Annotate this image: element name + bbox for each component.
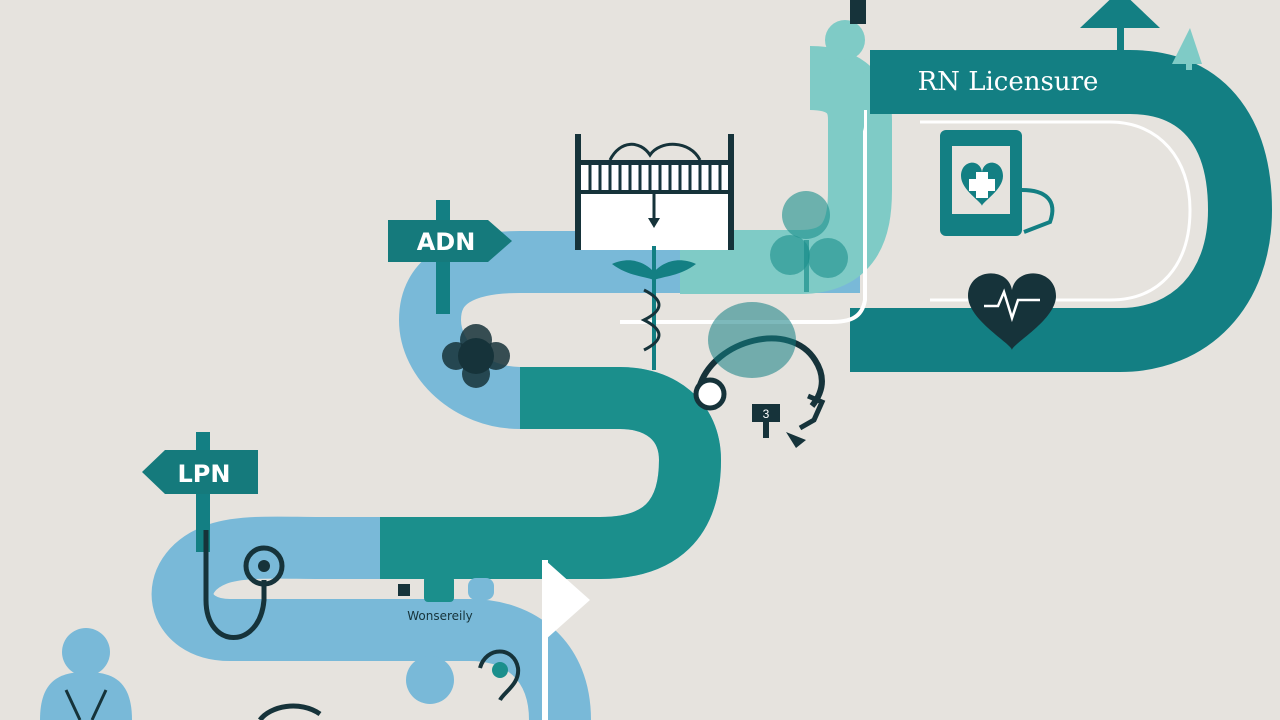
sign-rn-label: RN Licensure [918,67,1099,97]
stethoscope-lpn-icon [203,530,285,640]
hat-icon [257,649,521,720]
heart-monitor-icon [968,273,1056,350]
sign-rn-board [880,54,1130,110]
person-figure-icon [825,0,866,140]
small-marker-label: 3 [763,407,770,421]
caduceus-icon [612,246,696,370]
clinic-icon [398,576,494,602]
sign-adn-label: ADN [417,228,476,256]
cross-shape-icon [442,324,510,388]
lane-line-loop [920,120,1192,302]
sign-rn: RN Licensure [880,54,1130,110]
sign-adn-board [388,220,512,262]
road-segment-teal-lower [380,367,722,579]
road-segment-loop [850,50,1273,372]
top-tree-icon [1080,0,1202,70]
small-marker: 3 [752,404,780,438]
gate-icon [575,134,734,250]
lane-line-upper [620,110,867,324]
sign-lpn-board [142,450,258,494]
road-label: Wonsereily [407,609,473,623]
medical-badge-icon [940,130,1055,236]
sign-lpn: LPN [142,432,258,552]
road-arrow [545,560,590,640]
person-icon [40,628,132,720]
sign-adn: ADN [388,200,512,314]
road-shadow-blob [708,302,796,378]
sign-lpn-label: LPN [178,460,231,488]
tree-icon [770,191,848,292]
